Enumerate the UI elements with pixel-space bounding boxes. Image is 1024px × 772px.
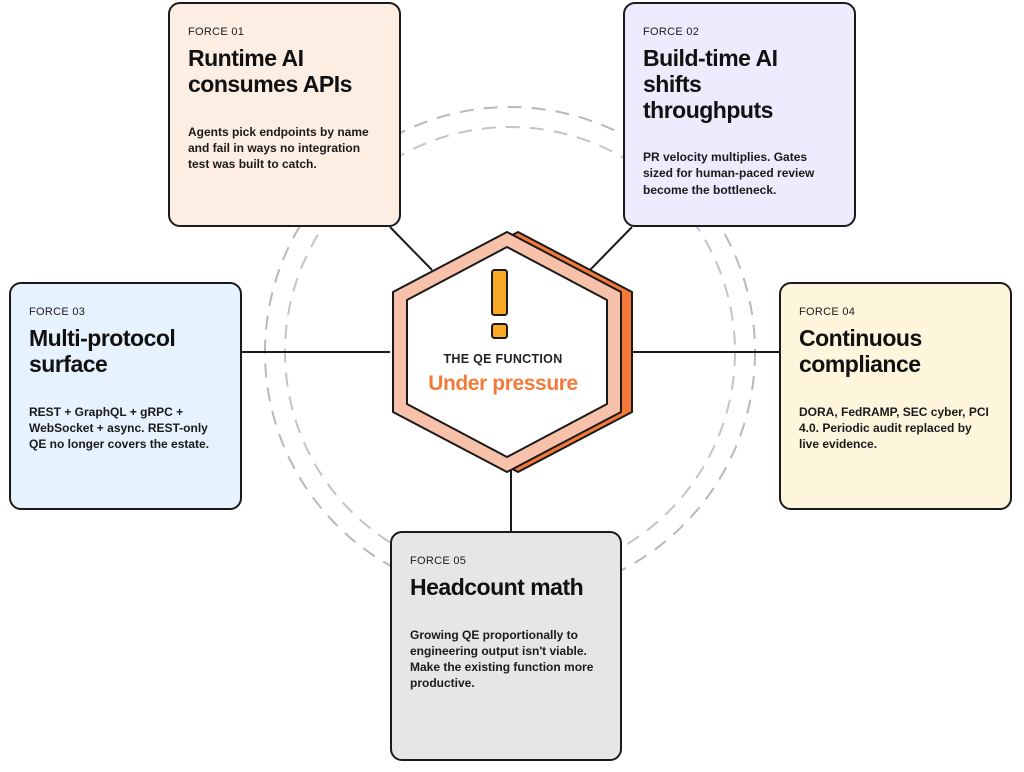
hub-label: THE QE FUNCTION bbox=[443, 352, 563, 366]
hub-hexagon-inner bbox=[406, 246, 608, 458]
force-number: FORCE 05 bbox=[410, 555, 467, 567]
force-number: FORCE 01 bbox=[188, 26, 245, 38]
force-description: Agents pick endpoints by name and fail i… bbox=[188, 124, 369, 171]
connector-force-01 bbox=[389, 226, 433, 271]
hub-center: THE QE FUNCTION Under pressure bbox=[392, 352, 614, 396]
force-title: Multi-protocol surface bbox=[29, 325, 176, 377]
force-title: Headcount math bbox=[410, 574, 584, 600]
force-card-01: FORCE 01 Runtime AI consumes APIs Agents… bbox=[168, 2, 401, 227]
force-title: Build-time AI shifts throughputs bbox=[643, 45, 778, 123]
force-card-04: FORCE 04 Continuous compliance DORA, Fed… bbox=[779, 282, 1012, 510]
force-number: FORCE 02 bbox=[643, 26, 700, 38]
force-card-05: FORCE 05 Headcount math Growing QE propo… bbox=[390, 531, 622, 761]
force-description: REST + GraphQL + gRPC + WebSocket + asyn… bbox=[29, 404, 210, 451]
exclamation-icon bbox=[491, 269, 508, 339]
hub-status: Under pressure bbox=[428, 372, 578, 395]
force-title: Runtime AI consumes APIs bbox=[188, 45, 352, 97]
force-card-02: FORCE 02 Build-time AI shifts throughput… bbox=[623, 2, 856, 227]
connector-force-02 bbox=[589, 226, 633, 271]
force-description: PR velocity multiplies. Gates sized for … bbox=[643, 150, 815, 197]
force-title: Continuous compliance bbox=[799, 325, 922, 377]
force-number: FORCE 03 bbox=[29, 306, 86, 318]
force-card-03: FORCE 03 Multi-protocol surface REST + G… bbox=[9, 282, 242, 510]
force-description: Growing QE proportionally to engineering… bbox=[410, 627, 594, 691]
force-number: FORCE 04 bbox=[799, 306, 856, 318]
force-description: DORA, FedRAMP, SEC cyber, PCI 4.0. Perio… bbox=[799, 404, 989, 451]
